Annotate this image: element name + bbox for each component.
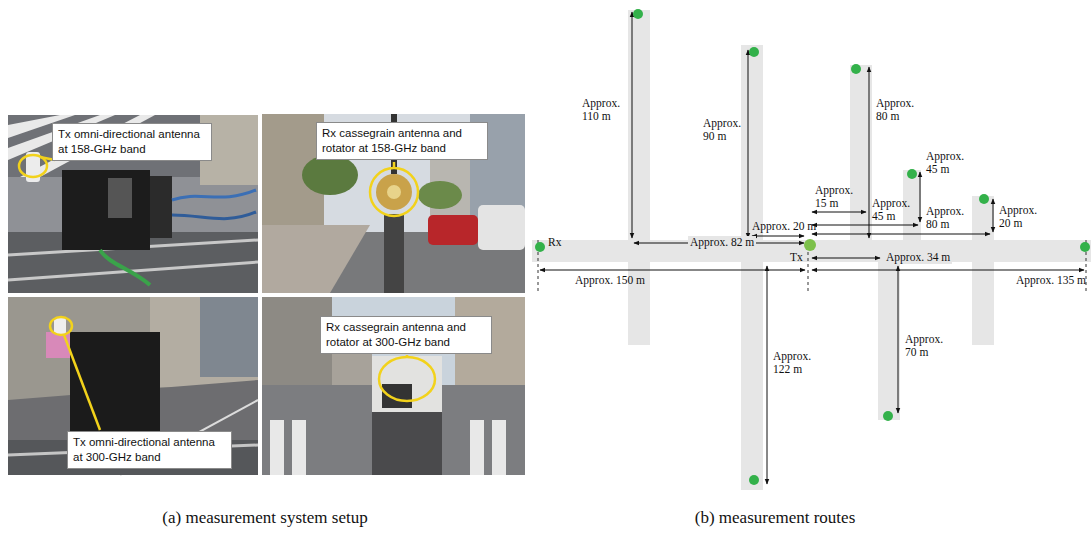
panel-caption: (b) measurement routes — [670, 508, 880, 528]
callout-box: Tx omni-directional antenna at 300-GHz b… — [67, 431, 232, 469]
dimension-label: Approx. 45 m — [926, 150, 968, 176]
photo-tx-300 — [8, 297, 258, 475]
callout-box: Rx cassegrain antenna and rotator at 158… — [316, 122, 488, 160]
dimension-label: Approx. 90 m — [703, 117, 745, 143]
callout-text: Tx omni-directional antenna at 158-GHz b… — [58, 127, 206, 157]
dimension-label: Approx. 15 m — [815, 184, 855, 210]
dimension-label: Approx. 20 m — [999, 204, 1041, 230]
dimension-label: Approx. 70 m — [905, 333, 947, 359]
photo-rx-158 — [262, 114, 525, 293]
dimension-label: Approx. 110 m — [582, 97, 626, 123]
dimension-arrows — [540, 12, 1084, 484]
street-map — [532, 10, 1091, 490]
panel-caption: (a) measurement system setup — [120, 508, 410, 528]
callout-text: Rx cassegrain antenna and rotator at 300… — [326, 320, 486, 350]
dimension-label: Approx. 80 m — [876, 97, 918, 123]
dimension-label: Approx. 82 m — [688, 236, 756, 249]
callout-text: Rx cassegrain antenna and rotator at 158… — [322, 126, 482, 156]
callout-marks — [19, 155, 435, 430]
reference-lines — [538, 240, 1086, 292]
dimension-label: Approx. 34 m — [884, 251, 952, 264]
dimension-label: Approx. 80 m — [926, 205, 968, 231]
callout-box: Rx cassegrain antenna and rotator at 300… — [320, 316, 492, 354]
dimension-label: Approx. 135 m — [1016, 274, 1086, 287]
endpoint-label: Tx — [790, 251, 803, 264]
callout-text: Tx omni-directional antenna at 300-GHz b… — [73, 435, 226, 465]
dimension-label: Approx. 122 m — [773, 350, 815, 376]
dimension-label: Approx. 150 m — [575, 274, 645, 287]
callout-box: Tx omni-directional antenna at 158-GHz b… — [52, 123, 212, 161]
photo-rx-300 — [262, 297, 525, 475]
photo-tx-158 — [8, 115, 258, 293]
endpoint-label: Rx — [548, 236, 561, 249]
dimension-label: Approx. 45 m — [872, 197, 912, 223]
dimension-label: Approx. 20 m — [752, 220, 816, 233]
measurement-points — [535, 9, 1090, 485]
